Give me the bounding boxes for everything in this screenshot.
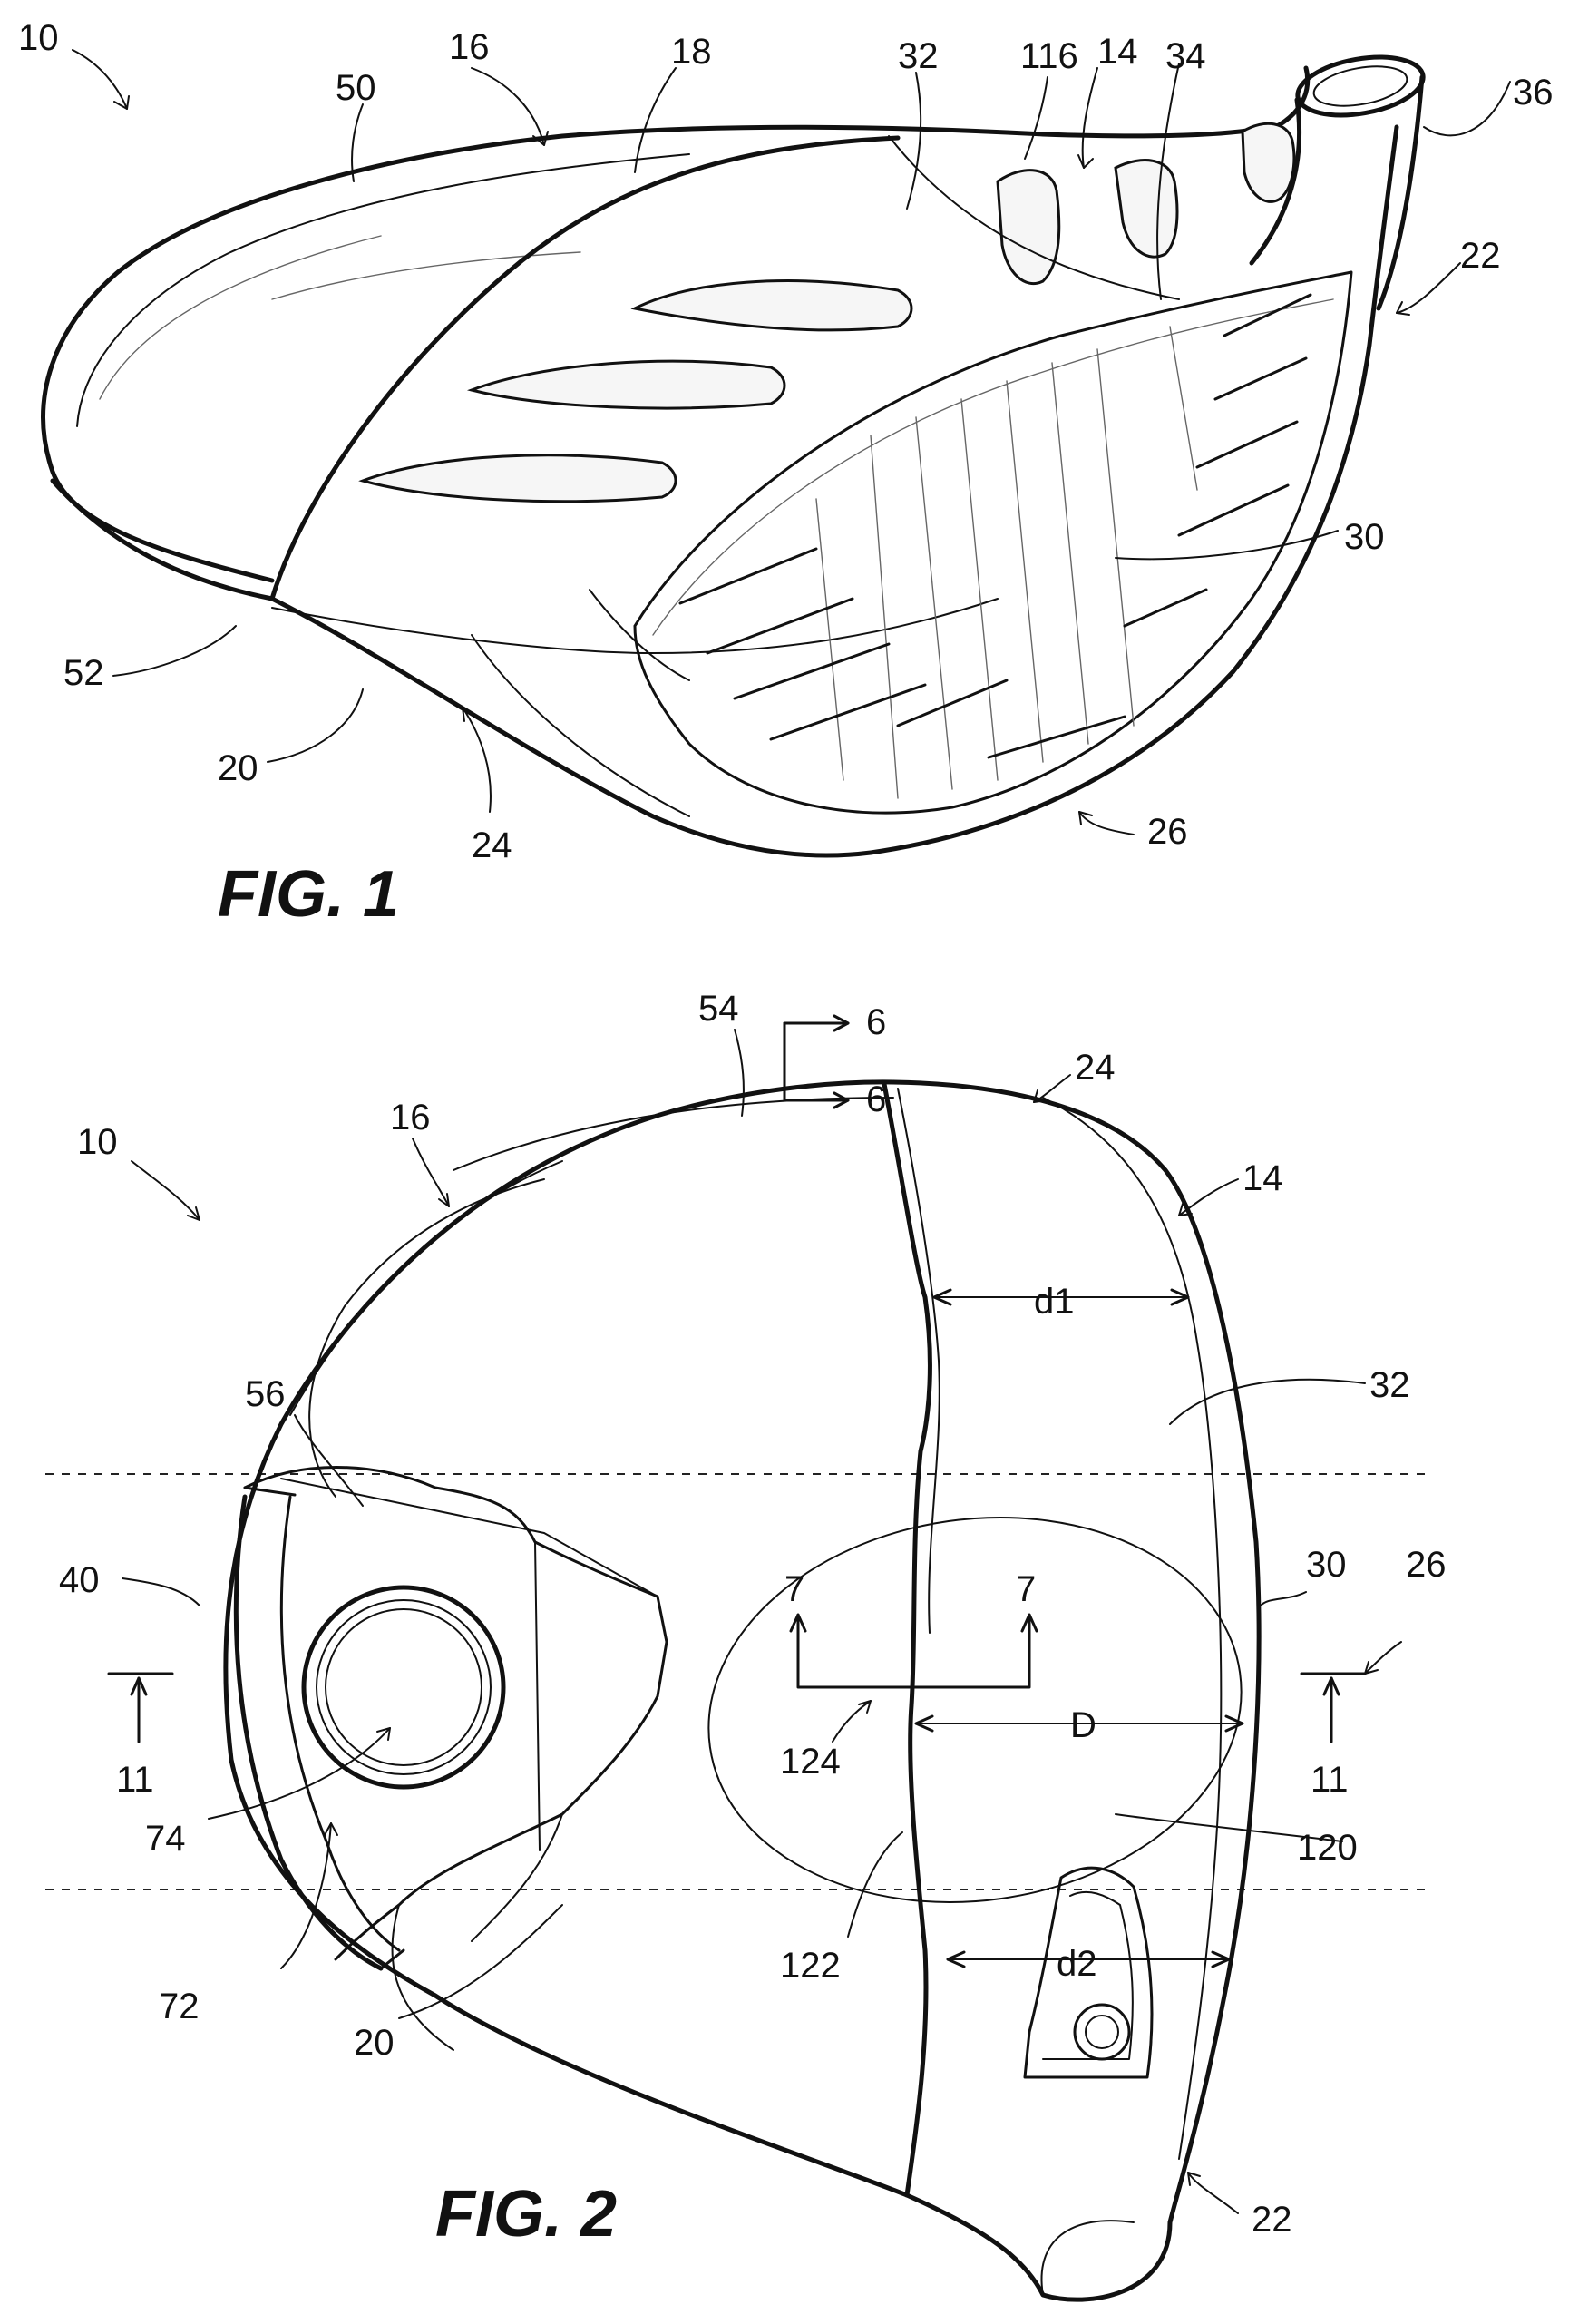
- fig2-label-74: 74: [145, 1819, 186, 1859]
- fig2-label-122: 122: [780, 1946, 841, 1986]
- fig2-label-124: 124: [780, 1742, 841, 1782]
- fig2-crown-sole-seam: [884, 1084, 930, 2195]
- fig1-sole-outline: [53, 127, 1397, 855]
- fig1-label-10: 10: [18, 18, 59, 58]
- figure-2-golf-club-head-sole-view: 54 6 6 24 10 16 14 d1 32 56 40 30 26 7 7…: [45, 989, 1447, 2300]
- fig1-label-30: 30: [1344, 517, 1385, 557]
- fig2-reference-numerals: 54 6 6 24 10 16 14 d1 32 56 40 30 26 7 7…: [59, 989, 1447, 2240]
- fig2-sole-region-ellipse: [684, 1484, 1267, 1936]
- fig1-label-116: 116: [1020, 36, 1078, 76]
- fig2-label-11-right: 11: [1311, 1760, 1349, 1800]
- fig2-label-56: 56: [245, 1374, 286, 1414]
- fig2-section-11-markers: [109, 1674, 1365, 1742]
- fig1-label-34: 34: [1165, 36, 1206, 76]
- fig2-label-120: 120: [1297, 1828, 1358, 1868]
- fig1-caption: FIG. 1: [218, 858, 399, 931]
- fig2-caption: FIG. 2: [435, 2178, 617, 2251]
- fig1-label-22: 22: [1460, 236, 1501, 276]
- fig2-label-d1: d1: [1034, 1282, 1075, 1322]
- fig2-label-22: 22: [1252, 2200, 1292, 2240]
- fig2-label-26: 26: [1406, 1545, 1447, 1585]
- fig2-label-D: D: [1070, 1705, 1096, 1745]
- fig1-label-32: 32: [898, 36, 939, 76]
- fig2-label-6-bottom: 6: [866, 1079, 886, 1119]
- fig1-label-16: 16: [449, 27, 490, 67]
- fig1-label-14: 14: [1097, 32, 1138, 72]
- fig2-label-7-left: 7: [784, 1569, 804, 1609]
- figure-1-golf-club-head-perspective: 10 16 18 50 32 116 14 34 36 22 30 52 20 …: [18, 18, 1554, 931]
- fig1-crown-outline: [44, 68, 1308, 581]
- fig2-leader-lines: [122, 1030, 1401, 2213]
- fig2-label-72: 72: [159, 1987, 200, 2026]
- fig2-label-40: 40: [59, 1560, 100, 1600]
- fig2-label-24: 24: [1075, 1048, 1116, 1088]
- fig1-label-24: 24: [472, 825, 512, 865]
- fig2-label-32: 32: [1369, 1365, 1410, 1405]
- fig2-label-14: 14: [1243, 1158, 1283, 1198]
- fig2-label-30: 30: [1306, 1545, 1347, 1585]
- fig1-label-50: 50: [336, 68, 376, 108]
- fig2-weight: [304, 1587, 503, 1787]
- fig2-label-10: 10: [77, 1122, 118, 1162]
- fig2-label-6-top: 6: [866, 1002, 886, 1042]
- fig1-label-26: 26: [1147, 812, 1188, 852]
- fig2-rear-ridge: [236, 1497, 381, 1968]
- fig2-label-54: 54: [698, 989, 739, 1029]
- fig2-label-7-right: 7: [1016, 1569, 1036, 1609]
- fig1-label-36: 36: [1513, 73, 1554, 112]
- fig2-label-16: 16: [390, 1098, 431, 1138]
- fig2-section-6-marker: [784, 1016, 848, 1108]
- fig2-label-d2: d2: [1057, 1944, 1097, 1984]
- fig1-label-20: 20: [218, 748, 258, 788]
- fig2-label-20: 20: [354, 2023, 395, 2063]
- fig1-label-52: 52: [63, 653, 104, 693]
- fig2-label-11-left: 11: [116, 1760, 154, 1800]
- fig1-label-18: 18: [671, 32, 712, 72]
